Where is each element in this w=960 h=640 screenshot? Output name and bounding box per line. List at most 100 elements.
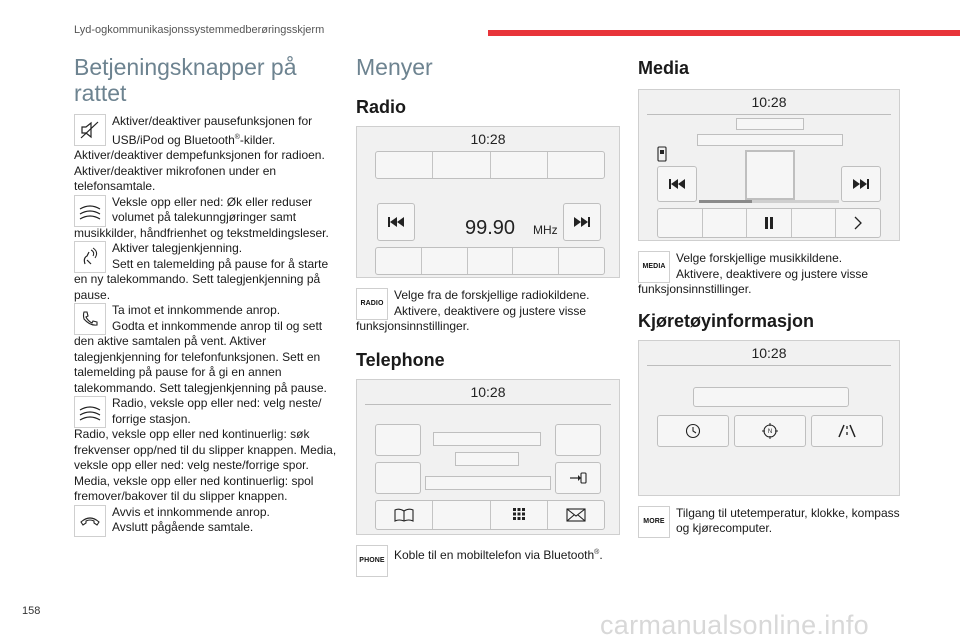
clock-icon [685,423,701,438]
vehicle-info-heading: Kjøretøyinformasjon [638,310,815,331]
media-control-row [657,208,881,238]
media-slot[interactable] [703,209,748,237]
clock-button[interactable] [657,414,729,447]
phone-label-icon: PHONE [356,544,388,577]
control-entry-voice: Aktiver talegjenkjenning.Sett en talemel… [74,241,342,303]
telephone-heading: Telephone [356,349,445,370]
clock: 10:28 [751,94,787,110]
entry-text: Aktivere, deaktivere og justere visse [676,266,869,281]
entry-text: Sett en talemelding på pause for å start… [112,256,329,271]
media-slot[interactable] [792,209,837,237]
phone-slot-button[interactable] [555,423,601,456]
contacts-button[interactable] [376,500,434,529]
steering-controls-heading: Betjeningsknapper på rattet [74,54,297,106]
entry-text: Veksle opp eller ned: Øk eller reduser [112,194,313,209]
preset-slot[interactable] [422,248,468,274]
entry-text: musikkilder, håndfrienhet og tekstmeldin… [74,225,329,240]
entry-text: Aktiver/deaktiver dempefunksjonen for ra… [74,148,325,193]
divider [647,114,891,115]
progress-track[interactable] [699,200,839,203]
watermark: carmanualsonline.info [600,610,869,640]
skip-back-icon [388,217,404,227]
entry-text: Koble til en mobiltelefon via Bluetooth [394,547,595,562]
compass-icon: N [762,422,778,439]
preset-slot[interactable] [491,152,548,178]
empty-slot[interactable] [433,500,491,529]
phone-label-text: PHONE [359,556,385,564]
scroll-wheel-icon [74,194,106,227]
preset-slot[interactable] [376,152,434,178]
radio-preset-row-top [375,151,605,179]
media-column: Media 10:28 MEDIA Velge forskjellige mus… [638,54,904,538]
entry-text: den aktive samtalen på vent. Aktiver tal… [74,334,327,395]
device-icon [657,146,667,162]
vehicle-info-screen: 10:28 N [638,339,900,496]
running-header: Lyd-ogkommunikasjonssystemmedberøringssk… [74,24,325,36]
frequency-unit: MHz [533,223,558,237]
divider [365,403,611,405]
entry-text: og kjørecomputer. [676,521,773,535]
entry-text: USB/iPod og Bluetooth [112,132,235,147]
phone-slot-button[interactable] [375,423,421,456]
phone-function-row [375,499,605,530]
preset-slot[interactable] [559,248,604,274]
entry-text: funksjonsinnstillinger. [638,282,752,296]
track-title-bar [736,118,804,130]
next-station-button[interactable] [563,203,601,241]
phone-info-bar [455,451,519,466]
media-label-text: MEDIA [642,263,666,271]
svg-text:N: N [768,429,772,435]
media-slot[interactable] [658,209,703,237]
divider [647,364,891,366]
dialpad-button[interactable] [491,500,548,529]
entry-text: forrige stasjon. [112,411,191,426]
skip-forward-icon [853,179,869,189]
next-track-button[interactable] [841,166,881,202]
book-icon [394,508,414,522]
preset-slot[interactable] [468,248,514,274]
clock: 10:28 [470,131,506,147]
radio-screen: 10:28 99.90 MHz [356,126,620,278]
album-art [745,150,795,200]
registered-mark: ® [234,133,240,141]
connect-phone-button[interactable] [555,461,601,494]
telephone-description: PHONE Koble til en mobiltelefon via Blue… [356,544,620,577]
entry-text: Radio, veksle opp eller ned: velg neste/ [112,396,322,410]
mute-icon [74,114,106,146]
media-label-icon: MEDIA [638,251,670,283]
entry-text: Ta imot et innkommende anrop. [112,303,281,317]
scroll-wheel-icon [74,396,106,428]
radio-heading: Radio [356,97,407,117]
entry-text: Radio, veksle opp eller ned kontinuerlig… [74,427,337,503]
clock: 10:28 [751,344,787,361]
progress-fill [699,200,753,203]
preset-slot[interactable] [433,152,491,178]
phone-answer-icon [74,303,106,335]
steering-controls-column: Betjeningsknapper på rattet Aktiver/deak… [74,54,342,537]
messages-button[interactable] [548,501,604,529]
forward-button[interactable] [836,209,880,237]
entry-text: Tilgang til utetemperatur, klokke, kompa… [676,505,900,520]
previous-station-button[interactable] [377,203,415,241]
vehicle-info-description: MORE Tilgang til utetemperatur, klokke, … [638,505,904,538]
phone-slot-button[interactable] [375,461,421,494]
trip-computer-button[interactable] [811,414,883,447]
menus-heading: Menyer [356,54,433,80]
control-entry-mute: Aktiver/deaktiver pausefunksjonen for US… [74,114,342,195]
entry-text: Aktiver talegjenkjenning. [112,241,243,255]
voice-command-icon [74,241,106,273]
radio-label-text: RADIO [360,300,384,308]
preset-slot[interactable] [376,248,422,274]
radio-description: RADIO Velge fra de forskjellige radiokil… [356,288,620,335]
radio-label-icon: RADIO [356,288,388,320]
pause-button[interactable] [747,209,792,237]
preset-slot[interactable] [513,248,560,274]
compass-button[interactable]: N [734,414,806,447]
skip-back-icon [669,179,685,189]
media-description: MEDIA Velge forskjellige musikkildene.Ak… [638,251,904,298]
frequency-display: 99.90 [465,217,516,239]
entry-text: Aktivere, deaktivere og justere visse [394,303,587,318]
preset-slot[interactable] [548,152,604,178]
previous-track-button[interactable] [657,166,697,202]
